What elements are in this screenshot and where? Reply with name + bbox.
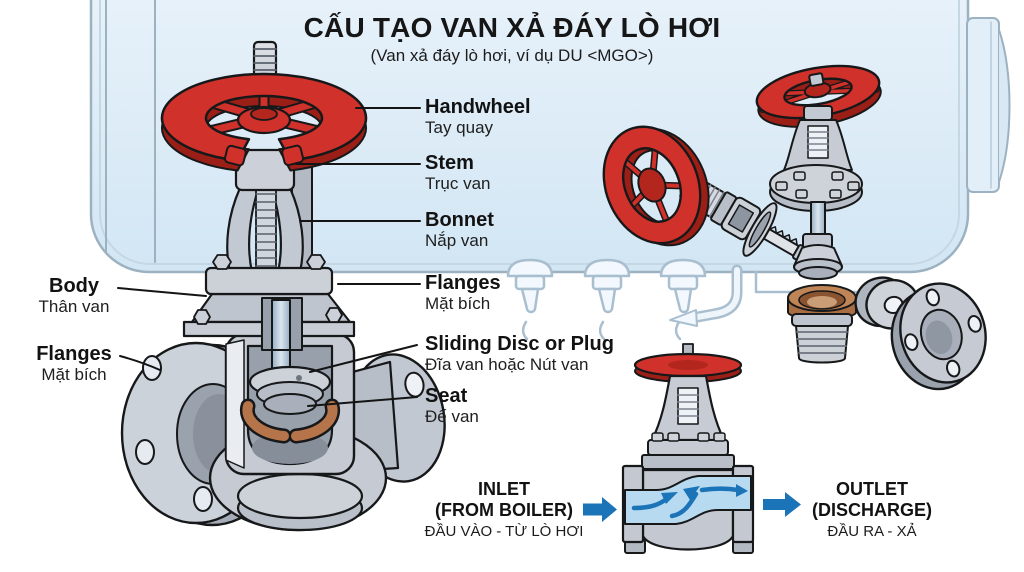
label-flanges-right: Flanges Mặt bích [425,272,501,314]
label-bonnet: Bonnet Nắp van [425,209,494,251]
label-stem-en: Stem [425,152,474,174]
label-body-vi: Thân van [38,297,110,316]
valve-yoke-graphic [204,148,334,296]
boiler-drain-pipe-outline [669,264,940,327]
title-block: CẤU TẠO VAN XẢ ĐÁY LÒ HƠI (Van xả đáy lò… [252,12,772,67]
label-bonnet-vi: Nắp van [425,231,489,250]
boiler-end-cap [966,17,1011,193]
exploded-valve-upright [755,64,882,280]
label-stem-vi: Trục van [425,174,491,193]
valve-bonnet-graphic [182,292,356,351]
label-seat-vi: Đế van [425,407,479,426]
boiler-nozzle-outline [583,258,631,341]
label-outlet-line3: ĐẦU RA - XẢ [827,523,917,540]
label-outlet-line1: OUTLET [836,479,908,499]
label-flanges-right-en: Flanges [425,272,501,294]
label-flanges-left: Flanges Mặt bích [26,343,122,385]
leader-lines [117,107,421,407]
flow-valve-graphic [621,343,755,554]
label-flanges-right-vi: Mặt bích [425,294,491,313]
label-handwheel-en: Handwheel [425,96,531,118]
label-stem: Stem Trục van [425,152,491,194]
label-inlet-line1: INLET [478,479,530,499]
label-sliding-disc: Sliding Disc or Plug Đĩa van hoặc Nút va… [425,333,614,375]
exploded-pipe-flange [890,282,987,391]
outlet-arrow-icon [763,492,801,517]
label-handwheel-vi: Tay quay [425,118,494,137]
boiler-nozzle-outline [506,258,554,341]
label-sliding-disc-vi: Đĩa van hoặc Nút van [425,355,589,374]
label-inlet: INLET (FROM BOILER) ĐẦU VÀO - TỪ LÒ HƠI [418,479,590,541]
valve-seat-graphic [239,398,341,444]
label-outlet-line2: (DISCHARGE) [812,500,932,520]
label-body: Body Thân van [26,275,122,317]
handwheel-graphic [160,72,368,172]
label-flanges-left-en: Flanges [36,343,112,365]
label-body-en: Body [49,275,99,297]
label-handwheel: Handwheel Tay quay [425,96,531,138]
page-title: CẤU TẠO VAN XẢ ĐÁY LÒ HƠI [303,12,721,43]
exploded-seat-bushing [787,284,857,364]
label-inlet-line2: (FROM BOILER) [435,500,573,520]
flow-diagram [583,343,801,554]
label-sliding-disc-en: Sliding Disc or Plug [425,333,614,355]
label-seat-en: Seat [425,385,468,407]
label-bonnet-en: Bonnet [425,209,494,231]
label-outlet: OUTLET (DISCHARGE) ĐẦU RA - XẢ [796,479,948,541]
label-inlet-line3: ĐẦU VÀO - TỪ LÒ HƠI [424,523,584,540]
inlet-arrow-icon [583,497,617,522]
boiler-nozzle-outline [659,258,707,341]
label-flanges-left-vi: Mặt bích [41,365,107,384]
exploded-valve-side [602,125,808,263]
handwheel-icon [602,125,710,247]
exploded-view [602,64,987,391]
handwheel-icon [755,64,882,128]
page-subtitle: (Van xả đáy lò hơi, ví dụ DU <MGO>) [370,46,654,65]
label-seat: Seat Đế van [425,385,479,427]
